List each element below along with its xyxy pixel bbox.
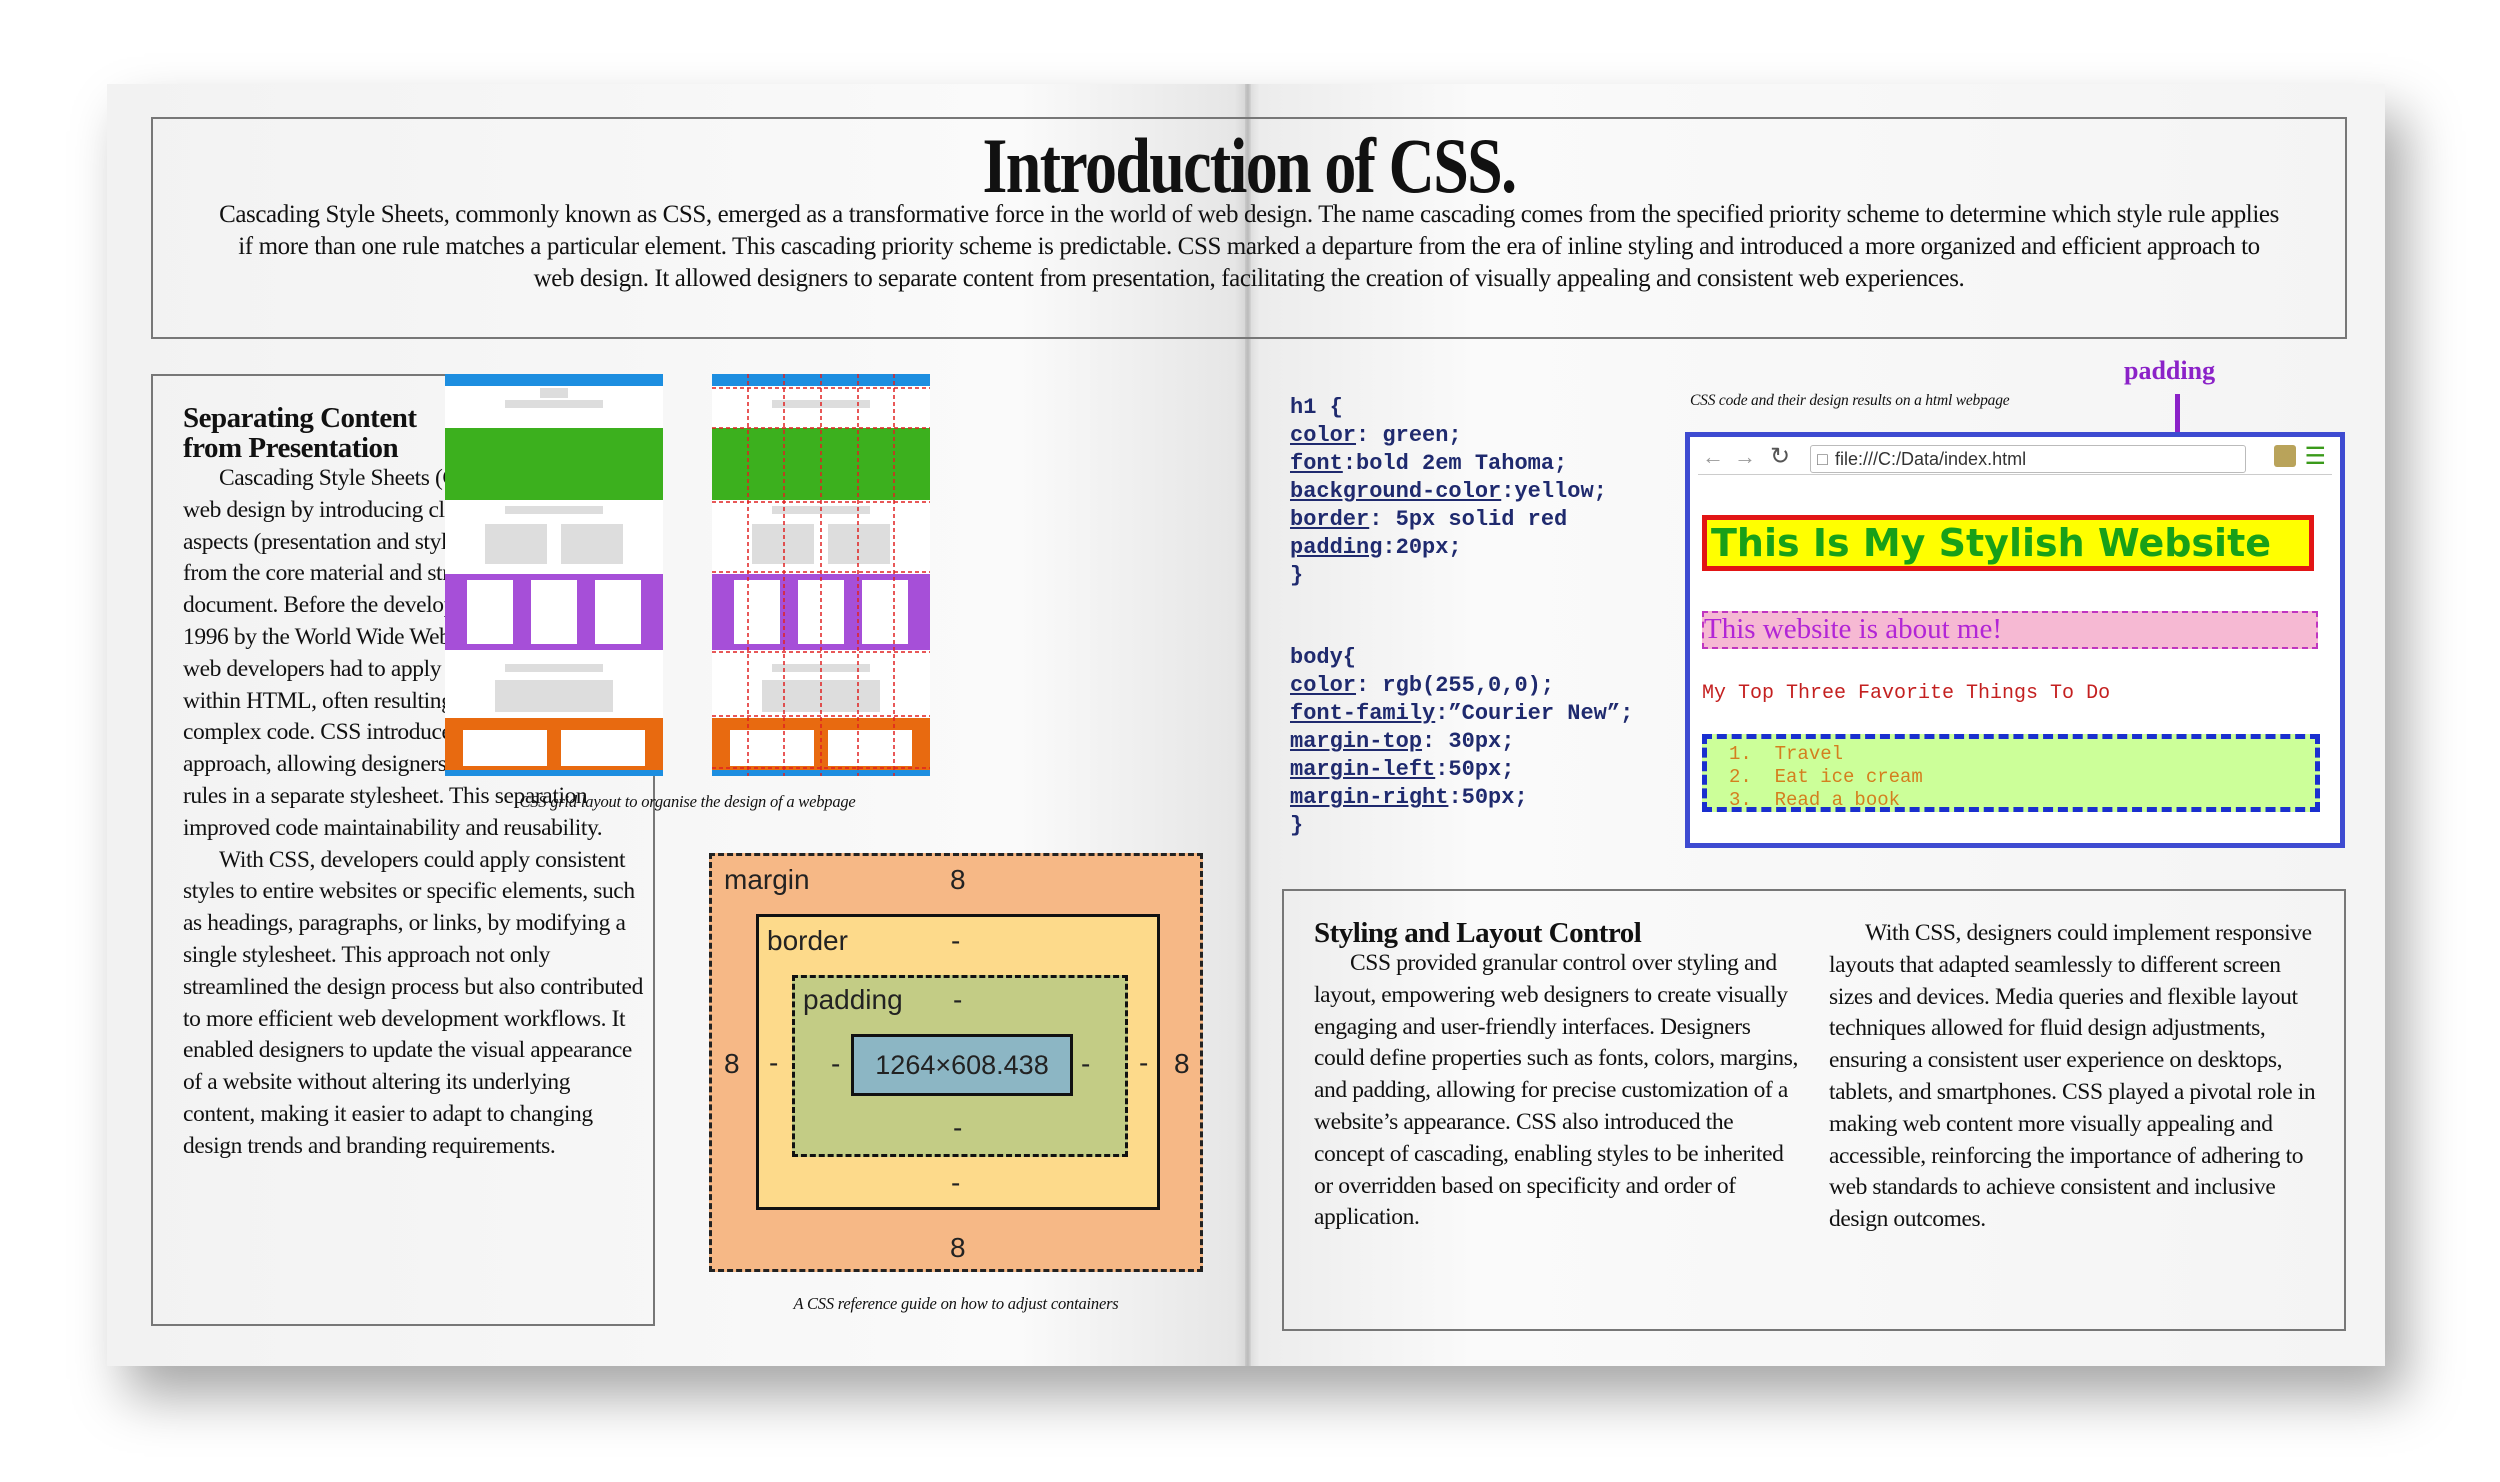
demo-todo-heading: My Top Three Favorite Things To Do [1702,682,2111,705]
code-body-prop: margin-top [1290,729,1423,754]
browser-toolbar: ← → ↻ □ file:///C:/Data/index.html ☰ [1698,442,2332,475]
title-box: Introduction of CSS. Cascading Style She… [151,117,2347,339]
url-text: file:///C:/Data/index.html [1835,449,2027,469]
forward-arrow-icon[interactable]: → [1734,444,1756,469]
code-h1-prop: font [1290,451,1343,476]
browser-caption: CSS code and their design results on a h… [1690,392,2010,409]
margin-right-value: 8 [1174,1048,1190,1079]
code-h1-val: :bold 2em Tahoma; [1342,451,1568,476]
demo-heading: This Is My Stylish Website [1702,515,2314,571]
box-model-content: 1264×608.438 [851,1034,1073,1096]
left-heading-line2: from Presentation [183,432,399,464]
reload-icon[interactable]: ↻ [1770,443,1791,470]
margin-bottom-value: 8 [950,1232,966,1263]
right-column-2: With CSS, designers could implement resp… [1829,918,2319,1236]
border-right-value: - [1139,1047,1149,1078]
code-body-val: :50px; [1448,785,1528,810]
book-gutter [1245,84,1251,1366]
code-h1-val: :20px; [1382,535,1462,560]
box-model-padding: padding - - - - 1264×608.438 [792,975,1128,1157]
code-h1-close: } [1290,563,1304,588]
code-h1-val: : green; [1356,423,1462,448]
demo-list: 1. Travel 2. Eat ice cream 3. Read a boo… [1702,734,2320,812]
right-column-1: Styling and Layout Control CSS provided … [1314,918,1804,1234]
border-label: border [767,925,848,956]
code-h1-val: :yellow; [1501,479,1607,504]
code-body-prop: margin-left [1290,757,1436,782]
browser-window: ← → ↻ □ file:///C:/Data/index.html ☰ Thi… [1685,432,2345,848]
right-paragraph-1: CSS provided granular control over styli… [1314,950,1799,1231]
code-block-body: body{ color: rgb(255,0,0); font-family:”… [1290,644,1633,840]
code-body-val: : 30px; [1422,729,1515,754]
left-section-box: Separating Content from Presentation Cas… [151,374,655,1326]
box-model-margin: margin 8 8 8 8 border - - - - padding - … [709,853,1203,1272]
code-h1-prop: padding [1290,535,1383,560]
list-item: 2. Eat ice cream [1729,766,1923,788]
padding-top-value: - [953,984,963,1015]
code-body-prop: font-family [1290,701,1436,726]
left-heading: Separating Content from Presentation [183,403,643,463]
extension-icon[interactable] [2274,445,2296,467]
border-bottom-value: - [951,1167,961,1198]
left-paragraph-2: With CSS, developers could apply consist… [183,846,643,1159]
wireframe-layout-plain [445,374,663,776]
right-section-box: Styling and Layout Control CSS provided … [1282,889,2346,1331]
code-body-close: } [1290,813,1304,838]
url-bar[interactable]: □ file:///C:/Data/index.html [1810,445,2246,473]
code-h1-prop: border [1290,507,1370,532]
code-body-val: : rgb(255,0,0); [1356,673,1555,698]
back-arrow-icon[interactable]: ← [1702,444,1724,469]
list-item: 1. Travel [1729,743,1844,765]
margin-top-value: 8 [950,864,966,895]
code-body-val: :”Courier New”; [1435,701,1634,726]
code-body-selector: body{ [1290,645,1357,670]
code-body-val: :50px; [1435,757,1515,782]
code-h1-val: : 5px solid red [1369,507,1568,532]
padding-left-value: - [831,1048,841,1079]
grid-caption: CSS grid layout to organise the design o… [519,792,856,811]
code-body-prop: color [1290,673,1357,698]
list-item: 3. Read a book [1729,789,1901,811]
padding-box-label: padding [803,984,903,1015]
margin-label: margin [724,864,810,895]
grid-guides [712,374,930,776]
margin-left-value: 8 [724,1048,740,1079]
demo-paragraph: This website is about me! [1702,611,2318,649]
code-block-h1: h1 { color: green; font:bold 2em Tahoma;… [1290,394,1607,590]
right-heading: Styling and Layout Control [1314,917,1642,949]
padding-bottom-value: - [953,1112,963,1143]
right-paragraph-2: With CSS, designers could implement resp… [1829,920,2316,1233]
border-top-value: - [951,925,961,956]
code-body-prop: margin-right [1290,785,1449,810]
menu-icon[interactable]: ☰ [2304,443,2326,470]
box-model-border: border - - - - padding - - - - 1264×608.… [756,914,1160,1210]
code-h1-prop: background-color [1290,479,1502,504]
book-spread: Introduction of CSS. Cascading Style She… [107,84,2385,1366]
left-heading-line1: Separating Content [183,402,417,434]
border-left-value: - [769,1047,779,1078]
page-title: Introduction of CSS. [982,122,1518,209]
padding-right-value: - [1081,1048,1091,1079]
code-h1-selector: h1 { [1290,395,1343,420]
box-caption: A CSS reference guide on how to adjust c… [793,1294,1119,1313]
padding-callout-label: padding [2124,356,2216,385]
page-icon: □ [1817,449,1828,469]
wireframe-layout-grid [712,374,930,776]
code-h1-prop: color [1290,423,1357,448]
intro-paragraph: Cascading Style Sheets, commonly known a… [219,201,2279,292]
